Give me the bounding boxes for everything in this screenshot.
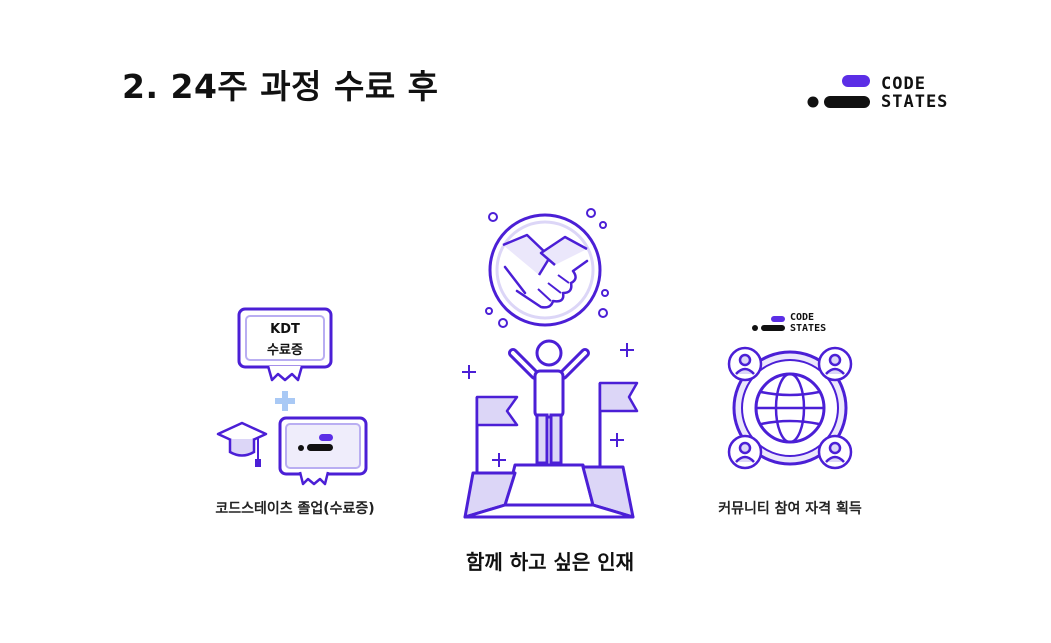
codestates-logo: CODE STATES xyxy=(806,72,966,114)
logo-text-code: CODE xyxy=(881,74,926,94)
certificate-name-label: 수료증 xyxy=(267,343,303,358)
codestates-small-logo xyxy=(752,316,785,331)
logo-text-states: STATES xyxy=(881,92,949,112)
certificate-kdt-label: KDT xyxy=(270,322,300,337)
community-group xyxy=(715,308,865,478)
graduation-caption: 코드스테이츠 졸업(수료증) xyxy=(215,501,375,517)
winner-person-icon xyxy=(508,339,590,465)
slide-title: 2. 24주 과정 수료 후 xyxy=(122,67,439,106)
winner-podium-icon xyxy=(463,463,635,519)
talent-caption: 함께 하고 싶은 인재 xyxy=(465,550,635,574)
certificate-icon xyxy=(237,307,333,382)
community-caption: 커뮤니티 참여 자격 획득 xyxy=(718,501,862,517)
graduation-cap-icon xyxy=(216,421,268,467)
plus-icon xyxy=(275,391,295,411)
small-logo-code: CODE xyxy=(790,312,815,323)
graduation-group xyxy=(210,300,380,490)
talent-illustration xyxy=(462,208,639,519)
logo-mark-icon xyxy=(807,75,870,108)
codestates-certificate-icon xyxy=(278,416,368,486)
talent-group xyxy=(455,205,645,525)
community-member-icons xyxy=(727,346,853,470)
community-illustration xyxy=(727,316,853,470)
globe-network-icon xyxy=(732,350,848,466)
handshake-icon xyxy=(488,213,602,327)
decorative-dots xyxy=(485,208,609,328)
small-logo-states: STATES xyxy=(790,323,827,334)
graduation-illustration xyxy=(216,307,368,486)
sparkle-icons xyxy=(462,343,634,467)
